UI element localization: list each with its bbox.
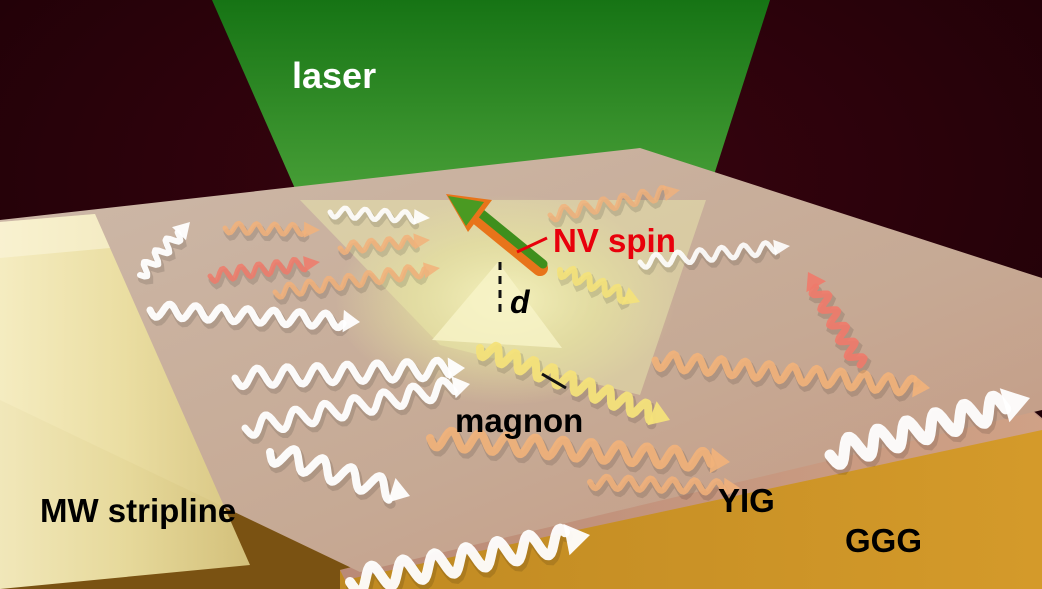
- magnon-wave: [557, 265, 627, 304]
- magnon-wave: [207, 257, 308, 284]
- mw-stripline-label: MW stripline: [40, 492, 237, 529]
- magnon-wave: [547, 185, 666, 223]
- nv-glow-cone: [432, 262, 562, 348]
- magnon-wave: [476, 341, 654, 425]
- magnon-arrowhead: [662, 185, 680, 201]
- magnon-wave: [808, 283, 868, 369]
- magnon-wave: [222, 220, 307, 237]
- magnon-wave: [824, 390, 1012, 470]
- magnon-waves: [137, 185, 1030, 589]
- magnon-arrowhead: [723, 477, 740, 497]
- magnon-wave: [345, 523, 570, 589]
- nv-spin-arrow: [446, 194, 548, 276]
- magnon-arrowhead: [773, 239, 790, 256]
- magnon-pointer-line: [541, 372, 567, 390]
- magnon-wave: [137, 229, 184, 280]
- magnon-arrowhead: [621, 287, 640, 305]
- magnon-wave: [637, 240, 778, 270]
- magnon-arrowhead: [387, 478, 410, 503]
- magnon-arrowhead: [172, 222, 190, 241]
- magnon-wave: [146, 300, 347, 332]
- magnon-wave: [241, 376, 458, 439]
- magnon-arrowhead: [563, 523, 590, 556]
- laser-label: laser: [292, 55, 377, 96]
- stripline-highlight: [0, 214, 110, 258]
- magnon-arrowhead: [342, 309, 360, 333]
- magnon-arrowhead: [806, 272, 826, 293]
- magnon-arrowhead: [447, 357, 465, 380]
- magnon-wave: [426, 426, 715, 472]
- magnon-arrowhead: [999, 388, 1030, 423]
- yig-label: YIG: [718, 482, 775, 519]
- magnon-arrowhead: [647, 401, 670, 426]
- magnon-label: magnon: [455, 402, 584, 439]
- magnon-arrowhead: [912, 375, 930, 398]
- mw-stripline: [0, 214, 250, 589]
- distance-d-label: d: [510, 284, 530, 320]
- magnon-arrowhead: [413, 209, 430, 225]
- magnon-arrowhead: [709, 447, 730, 474]
- magnon-wave: [327, 205, 417, 225]
- magnon-wave: [231, 356, 452, 391]
- magnon-wave: [266, 445, 393, 504]
- magnon-wave: [337, 234, 417, 256]
- nv-spin-label: NV spin: [553, 222, 676, 259]
- nv-pointer-line: [516, 236, 548, 254]
- magnon-arrowhead: [423, 262, 440, 279]
- magnon-wave: [272, 264, 427, 300]
- magnon-arrowhead: [303, 221, 320, 238]
- magnon-arrowhead: [303, 256, 320, 272]
- magnon-arrowhead: [413, 233, 430, 250]
- magnon-arrowhead: [451, 376, 470, 399]
- magnon-wave: [651, 350, 918, 397]
- ggg-label: GGG: [845, 522, 923, 559]
- magnon-wave: [587, 473, 727, 496]
